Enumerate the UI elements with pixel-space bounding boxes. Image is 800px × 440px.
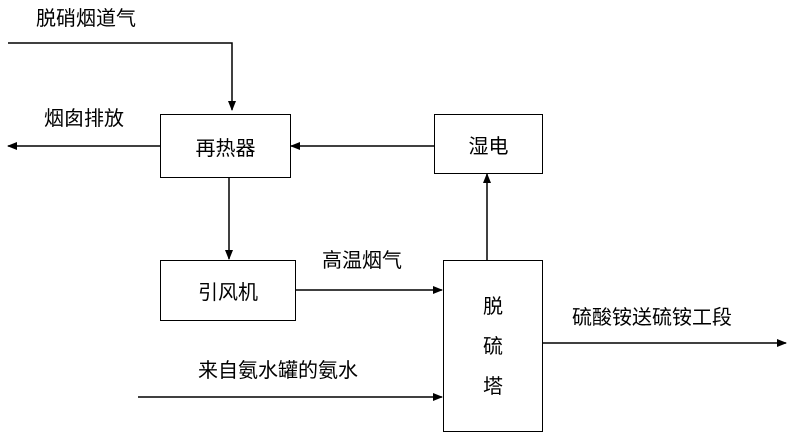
label-chimney-discharge: 烟囱排放 <box>44 106 124 130</box>
induced-draft-fan-box: 引风机 <box>160 260 296 321</box>
label-high-temp-flue-gas: 高温烟气 <box>322 248 402 272</box>
tower-char-1: 脱 <box>483 294 503 318</box>
tower-char-2: 硫 <box>483 334 503 358</box>
reheater-box: 再热器 <box>160 114 291 178</box>
induced-draft-fan-label: 引风机 <box>198 280 258 304</box>
label-ammonium-sulfate-out: 硫酸铵送硫铵工段 <box>572 305 732 329</box>
desulfurization-tower-label: 脱 硫 塔 <box>483 296 503 396</box>
flue-gas-inlet-arrow <box>8 42 236 111</box>
label-denitration-flue-gas: 脱硝烟道气 <box>36 6 136 30</box>
desulfurization-tower-box: 脱 硫 塔 <box>443 260 543 432</box>
wet-esp-box: 湿电 <box>434 114 543 174</box>
wet-esp-label: 湿电 <box>468 133 509 158</box>
tower-char-3: 塔 <box>483 374 503 398</box>
label-ammonia-water-in: 来自氨水罐的氨水 <box>198 358 358 382</box>
reheater-label: 再热器 <box>195 135 256 160</box>
